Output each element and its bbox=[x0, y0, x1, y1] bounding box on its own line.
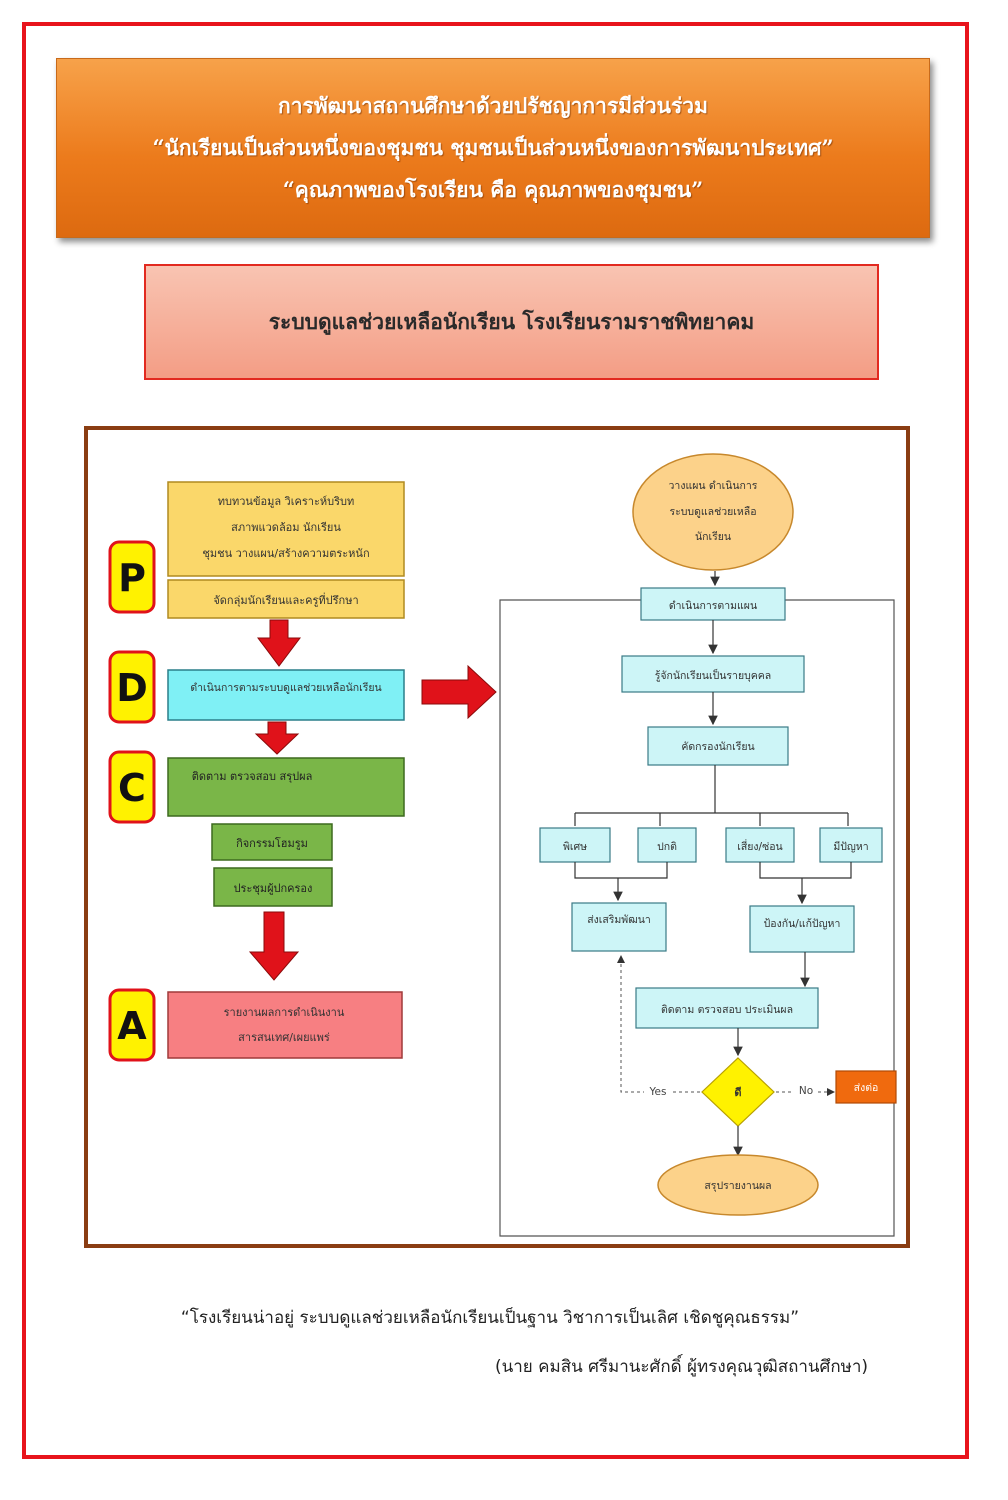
category-risk-text: เสี่ยง/ซ่อน bbox=[737, 839, 782, 853]
arrow-p-to-d bbox=[257, 619, 301, 667]
arrow-c-to-a bbox=[248, 911, 300, 981]
a-letter: A bbox=[117, 1004, 147, 1048]
c-letter: C bbox=[118, 766, 146, 810]
prevent-box: ป้องกัน/แก้ปัญหา bbox=[749, 905, 855, 953]
banner-line-2: “นักเรียนเป็นส่วนหนึ่งของชุมชน ชุมชนเป็น… bbox=[152, 135, 834, 160]
end-ellipse: สรุปรายงานผล bbox=[657, 1154, 819, 1216]
diagram-canvas: P D C A ทบทวนข้อมูล วิเคราะห์บริบท สภาพแ… bbox=[108, 453, 897, 1237]
homeroom-box: กิจกรรมโฮมรูม bbox=[211, 823, 333, 861]
start-line-2: ระบบดูแลช่วยเหลือ bbox=[669, 505, 756, 518]
no-label: No bbox=[799, 1085, 813, 1097]
category-special: พิเศษ bbox=[539, 827, 611, 863]
check-box-text: ติดตาม ตรวจสอบ สรุปผล bbox=[192, 770, 313, 783]
page-border bbox=[22, 22, 969, 1459]
subtitle-text: ระบบดูแลช่วยเหลือนักเรียน โรงเรียนรามราช… bbox=[268, 309, 755, 334]
diagram-panel: P D C A ทบทวนข้อมูล วิเคราะห์บริบท สภาพแ… bbox=[84, 426, 910, 1248]
category-problem: มีปัญหา bbox=[819, 827, 883, 863]
banner-line-3: “คุณภาพของโรงเรียน คือ คุณภาพของชุมชน” bbox=[282, 177, 704, 202]
d-letter: D bbox=[116, 666, 148, 710]
start-line-1: วางแผน ดำเนินการ bbox=[669, 480, 758, 492]
yes-label: Yes bbox=[649, 1086, 667, 1098]
step-screening-text: คัดกรองนักเรียน bbox=[681, 740, 754, 753]
loop-frame bbox=[499, 599, 895, 1237]
category-special-text: พิเศษ bbox=[563, 841, 587, 853]
category-normal: ปกติ bbox=[637, 827, 697, 863]
parent-meeting-box: ประชุมผู้ปกครอง bbox=[213, 867, 333, 907]
banner-line-1: การพัฒนาสถานศึกษาด้วยปรัชญาการมีส่วนร่วม bbox=[278, 93, 708, 118]
decision-diamond: ดี bbox=[701, 1057, 775, 1127]
promote-text: ส่งเสริมพัฒนา bbox=[587, 914, 651, 926]
subtitle-box: ระบบดูแลช่วยเหลือนักเรียน โรงเรียนรามราช… bbox=[144, 264, 879, 380]
decision-text: ดี bbox=[734, 1086, 741, 1099]
header-banner: การพัฒนาสถานศึกษาด้วยปรัชญาการมีส่วนร่วม… bbox=[56, 58, 930, 238]
d-letter-badge: D bbox=[108, 650, 156, 724]
act-box: รายงานผลการดำเนินงาน สารสนเทศ/เผยแพร่ bbox=[167, 991, 403, 1059]
do-box: ดำเนินการตามระบบดูแลช่วยเหลือนักเรียน bbox=[167, 669, 405, 721]
do-box-text: ดำเนินการตามระบบดูแลช่วยเหลือนักเรียน bbox=[190, 681, 381, 694]
step-screening: คัดกรองนักเรียน bbox=[647, 726, 789, 766]
plan-line-2: สภาพแวดล้อม นักเรียน bbox=[231, 521, 341, 534]
start-ellipse: วางแผน ดำเนินการ ระบบดูแลช่วยเหลือ นักเร… bbox=[632, 453, 794, 571]
homeroom-text: กิจกรรมโฮมรูม bbox=[236, 836, 308, 850]
author-credit: (นาย คมสิน ศรีมานะศักดิ์ ผู้ทรงคุณวุฒิสถ… bbox=[494, 1357, 868, 1377]
end-text: สรุปรายงานผล bbox=[704, 1180, 771, 1192]
arrow-d-to-c bbox=[254, 721, 300, 755]
yes-loop-line bbox=[617, 955, 700, 1093]
motto-quote: “โรงเรียนน่าอยู่ ระบบดูแลช่วยเหลือนักเรี… bbox=[180, 1308, 800, 1328]
parent-meeting-text: ประชุมผู้ปกครอง bbox=[234, 882, 313, 895]
p-letter-badge: P bbox=[108, 540, 156, 614]
check-box: ติดตาม ตรวจสอบ สรุปผล bbox=[167, 757, 405, 817]
start-line-3: นักเรียน bbox=[695, 530, 731, 543]
plan-box-2-text: จัดกลุ่มนักเรียนและครูที่ปรึกษา bbox=[213, 592, 358, 607]
p-letter: P bbox=[118, 556, 146, 600]
arrow-to-flow bbox=[421, 664, 497, 720]
plan-box: ทบทวนข้อมูล วิเคราะห์บริบท สภาพแวดล้อม น… bbox=[167, 481, 405, 577]
plan-box-2: จัดกลุ่มนักเรียนและครูที่ปรึกษา bbox=[167, 579, 405, 619]
refer-text: ส่งต่อ bbox=[854, 1082, 879, 1094]
merge-to-prevent bbox=[759, 862, 852, 879]
plan-line-3: ชุมชน วางแผน/สร้างความตระหนัก bbox=[202, 547, 369, 560]
c-letter-badge: C bbox=[108, 750, 156, 824]
act-line-1: รายงานผลการดำเนินงาน bbox=[224, 1006, 345, 1019]
refer-box: ส่งต่อ bbox=[835, 1070, 897, 1104]
prevent-text: ป้องกัน/แก้ปัญหา bbox=[764, 918, 841, 930]
merge-to-promote bbox=[574, 862, 668, 879]
promote-box: ส่งเสริมพัฒนา bbox=[571, 902, 667, 952]
step-know-students: รู้จักนักเรียนเป็นรายบุคคล bbox=[621, 655, 805, 693]
category-risk: เสี่ยง/ซ่อน bbox=[725, 827, 795, 863]
act-line-2: สารสนเทศ/เผยแพร่ bbox=[238, 1031, 330, 1044]
evaluate-box: ติดตาม ตรวจสอบ ประเมินผล bbox=[635, 987, 819, 1029]
category-normal-text: ปกติ bbox=[657, 841, 677, 853]
plan-line-1: ทบทวนข้อมูล วิเคราะห์บริบท bbox=[218, 495, 354, 508]
category-problem-text: มีปัญหา bbox=[833, 840, 868, 853]
step-know-students-text: รู้จักนักเรียนเป็นรายบุคคล bbox=[655, 668, 772, 682]
a-letter-badge: A bbox=[108, 988, 156, 1062]
step-execute-plan-text: ดำเนินการตามแผน bbox=[669, 600, 757, 612]
evaluate-text: ติดตาม ตรวจสอบ ประเมินผล bbox=[661, 1004, 793, 1016]
step-execute-plan: ดำเนินการตามแผน bbox=[640, 587, 786, 621]
